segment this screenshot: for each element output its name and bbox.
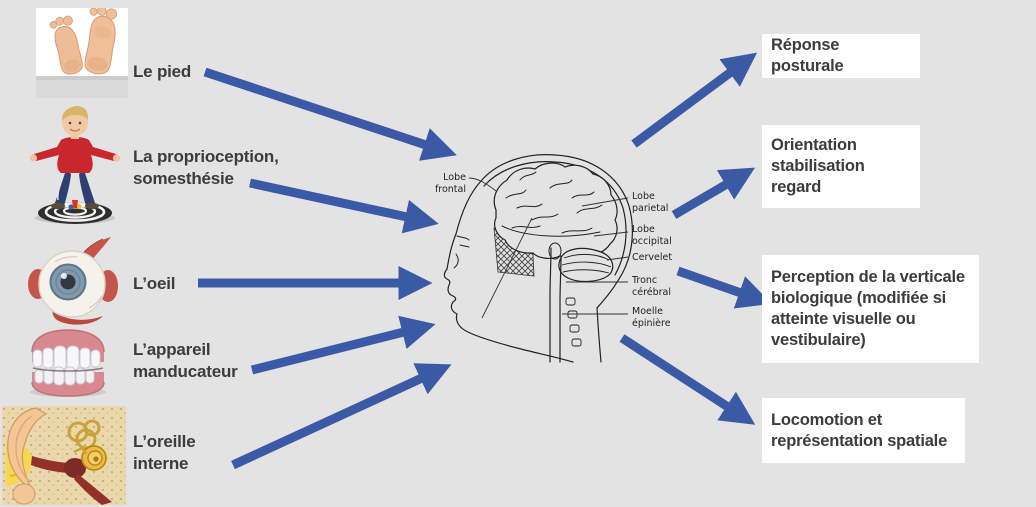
inner-ear-anatomy-photo: [2, 406, 126, 505]
output-label: Locomotion et représentation spatiale: [771, 410, 948, 450]
output-box-orientation-stabilisation: Orientation stabilisation regard: [762, 125, 920, 208]
output-label: Perception de la verticale biologique (m…: [771, 268, 965, 349]
arrow-brain-to-perception: [676, 266, 772, 309]
brain-label-lobe-frontal: Lobe frontal: [434, 172, 466, 195]
output-box-locomotion: Locomotion et représentation spatiale: [762, 398, 965, 463]
output-box-perception-verticale: Perception de la verticale biologique (m…: [762, 255, 979, 363]
brain-diagram: Lobe frontal Lobe parietal Lobe occipita…: [420, 148, 680, 363]
output-label: Réponse posturale: [771, 36, 844, 75]
input-label-proprioception: La proprioception, somesthésie: [133, 147, 279, 188]
input-label-jaw: L’appareil manducateur: [133, 340, 238, 381]
input-label-inner-ear: L’oreille interne: [133, 432, 196, 473]
arrow-brain-to-posture: [631, 52, 758, 148]
input-label-eye: L’oeil: [133, 274, 176, 293]
balance-board-child-photo: [29, 106, 121, 224]
eye-anatomy-photo: [28, 237, 118, 325]
head-brain-line-drawing: [443, 154, 634, 363]
input-label-foot: Le pied: [133, 62, 192, 81]
output-label: Orientation stabilisation regard: [771, 136, 865, 196]
output-box-reponse-posturale: Réponse posturale: [762, 34, 920, 78]
arrow-foot-to-brain: [203, 67, 457, 161]
denture-photo: [30, 329, 106, 397]
brain-label-moelle-epiniere: Moelle épinière: [632, 306, 671, 329]
brain-label-lobe-parietal: Lobe parietal: [632, 191, 669, 214]
brain-label-lobe-occipital: Lobe occipital: [632, 224, 672, 247]
brain-label-tronc-cerebral: Tronc cérébral: [632, 275, 672, 298]
brain-label-cervelet: Cervelet: [632, 252, 673, 263]
arrow-jaw-to-brain: [250, 315, 436, 375]
arrow-ear-to-brain: [231, 363, 452, 470]
feet-photo: [36, 8, 128, 98]
arrow-brain-to-orientation: [671, 167, 756, 219]
